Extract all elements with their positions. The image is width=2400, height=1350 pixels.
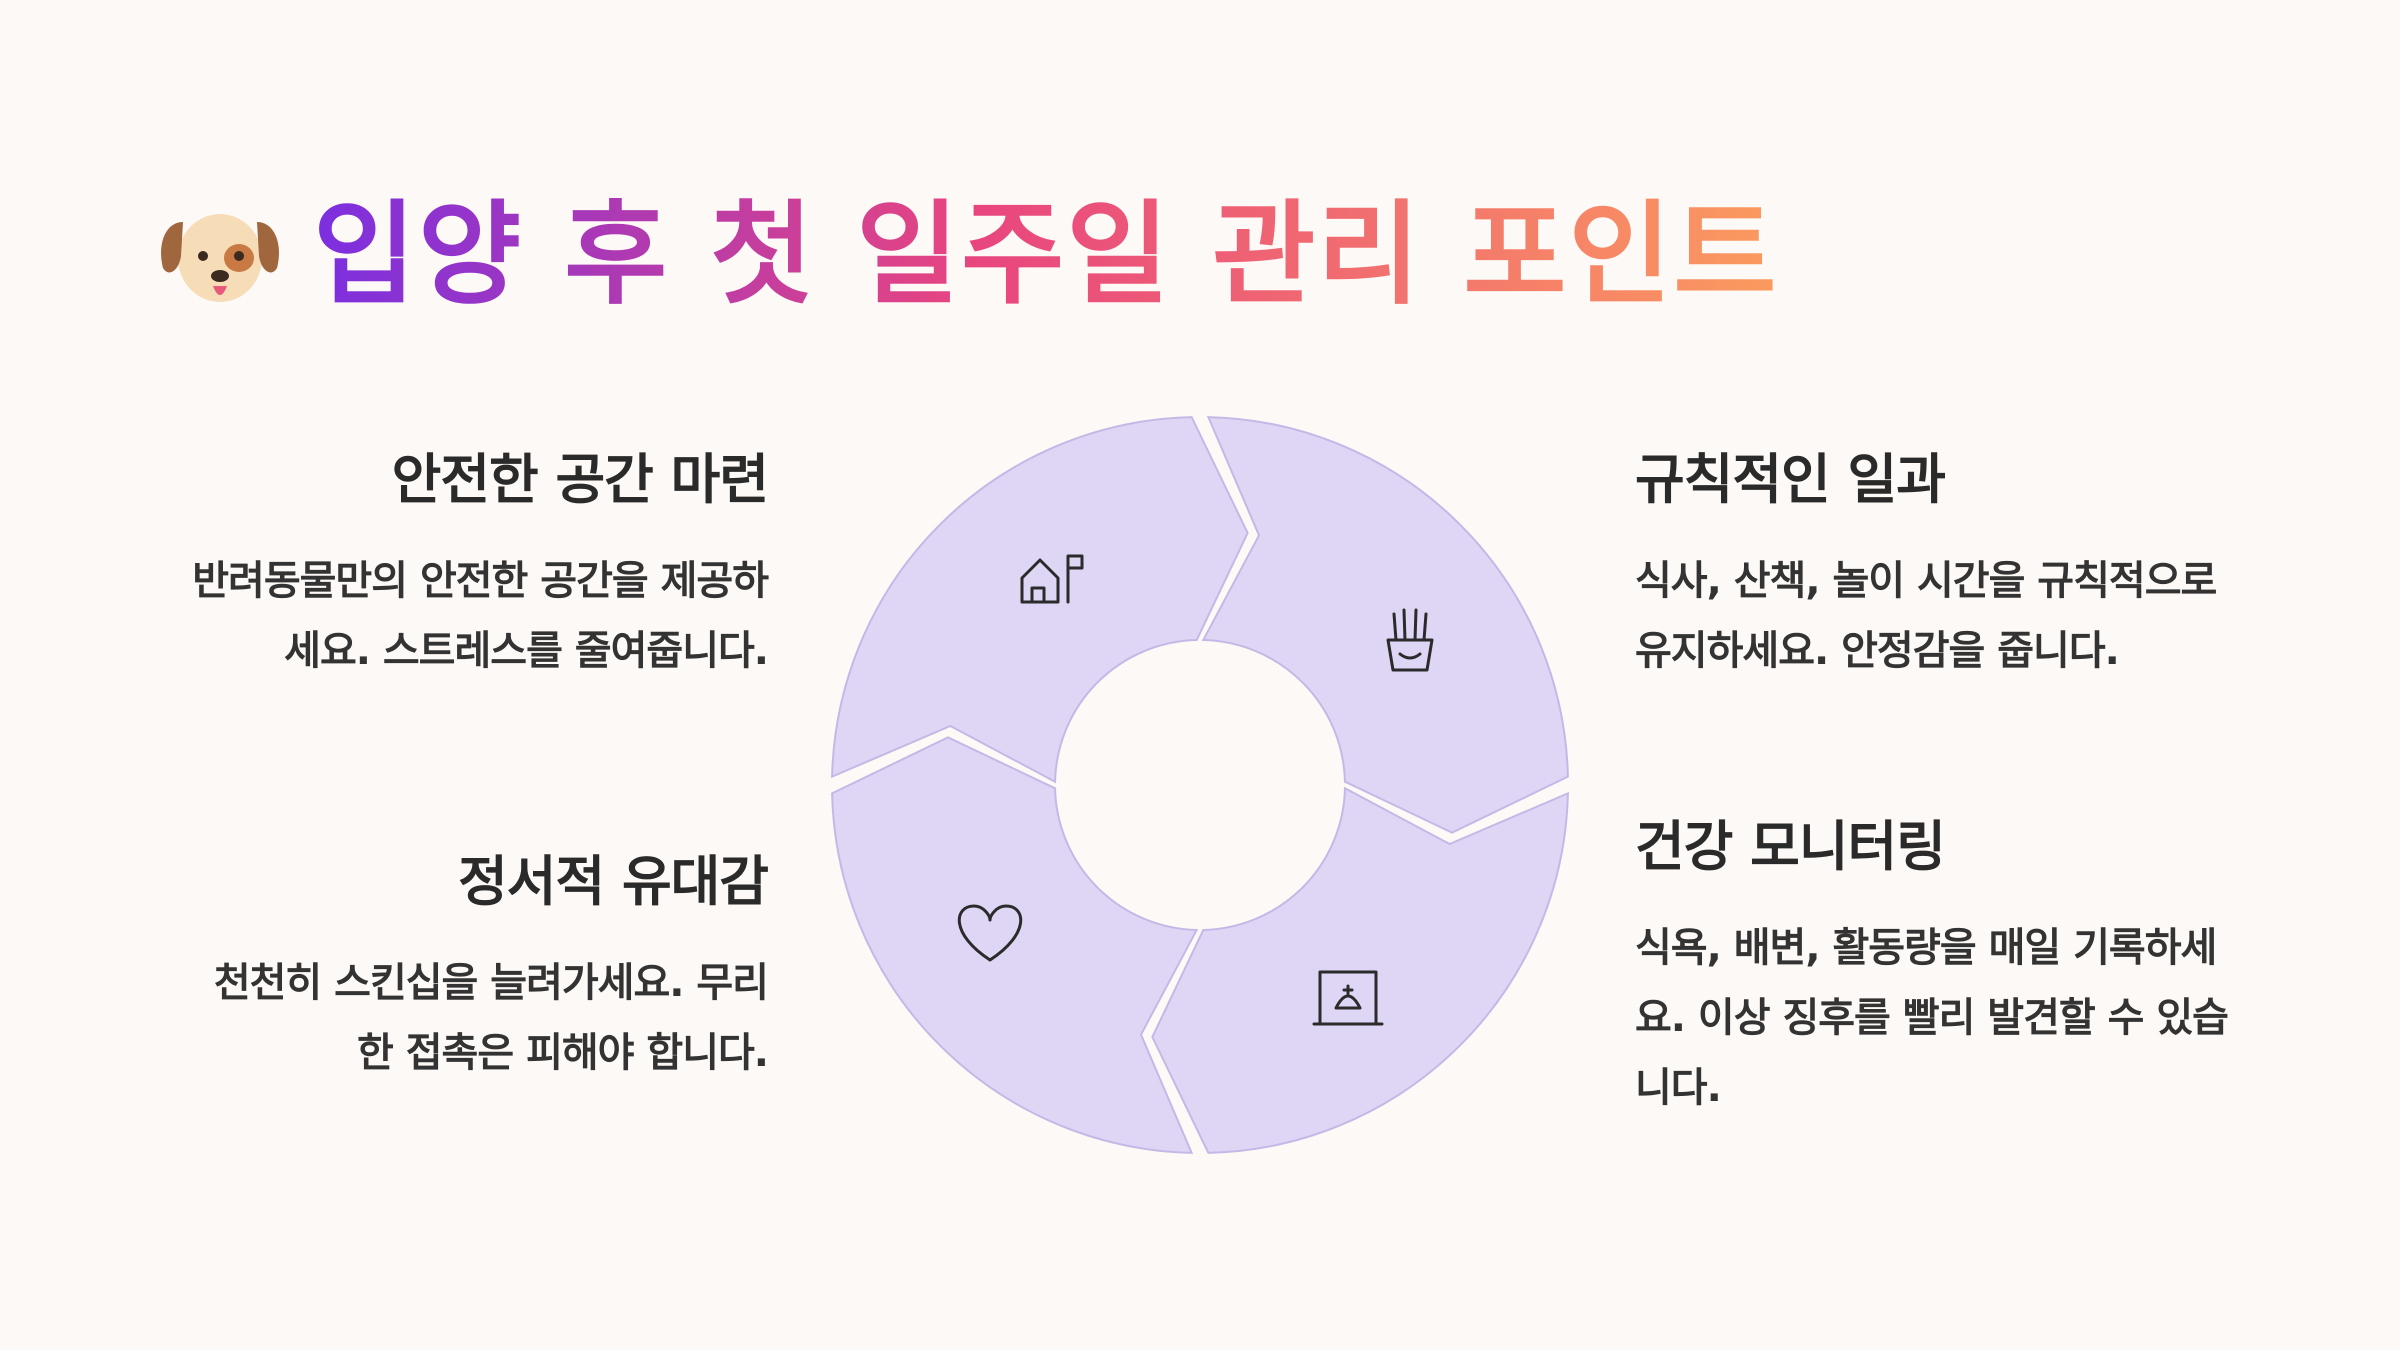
block-emotional-bond: 정서적 유대감 천천히 스킨십을 늘려가세요. 무리 한 접촉은 피해야 합니다… [148, 850, 769, 1088]
block-text-line: 한 접촉은 피해야 합니다. [357, 1030, 769, 1076]
block-safe-space: 안전한 공간 마련 반려동물만의 안전한 공간을 제공하 세요. 스트레스를 줄… [148, 448, 769, 686]
block-text-line: 유지하세요. 안정감을 줍니다. [1635, 628, 2120, 674]
house-flag-icon [1020, 554, 1084, 604]
block-health-monitoring: 건강 모니터링 식욕, 배변, 활동량을 매일 기록하세 요. 이상 징후를 빨… [1635, 815, 2255, 1123]
block-title: 안전한 공간 마련 [391, 448, 769, 511]
block-text-line: 니다. [1635, 1065, 1722, 1111]
block-title: 건강 모니터링 [1635, 815, 1946, 878]
block-title: 규칙적인 일과 [1635, 448, 1946, 511]
monitor-record-icon [1312, 970, 1384, 1026]
block-title: 정서적 유대감 [458, 850, 769, 913]
segment-top-right [1201, 416, 1569, 834]
segment-top-left [831, 416, 1249, 784]
block-text-line: 요. 이상 징후를 빨리 발견할 수 있습 [1635, 995, 2229, 1041]
block-text-line: 식욕, 배변, 활동량을 매일 기록하세 [1635, 925, 2217, 971]
page-title: 입양 후 첫 일주일 관리 포인트 [313, 190, 1779, 320]
segment-bottom-left [831, 736, 1199, 1154]
fries-food-icon [1386, 608, 1434, 672]
dog-face-icon [161, 214, 279, 302]
block-text-line: 세요. 스트레스를 줄여줍니다. [284, 628, 769, 674]
block-text-line: 반려동물만의 안전한 공간을 제공하 [192, 558, 769, 604]
block-routine: 규칙적인 일과 식사, 산책, 놀이 시간을 규칙적으로 유지하세요. 안정감을… [1635, 448, 2255, 686]
block-text-line: 천천히 스킨십을 늘려가세요. 무리 [213, 960, 769, 1006]
block-text-line: 식사, 산책, 놀이 시간을 규칙적으로 [1635, 558, 2217, 604]
title-row: 입양 후 첫 일주일 관리 포인트 [155, 190, 1778, 320]
heart-icon [957, 904, 1023, 962]
